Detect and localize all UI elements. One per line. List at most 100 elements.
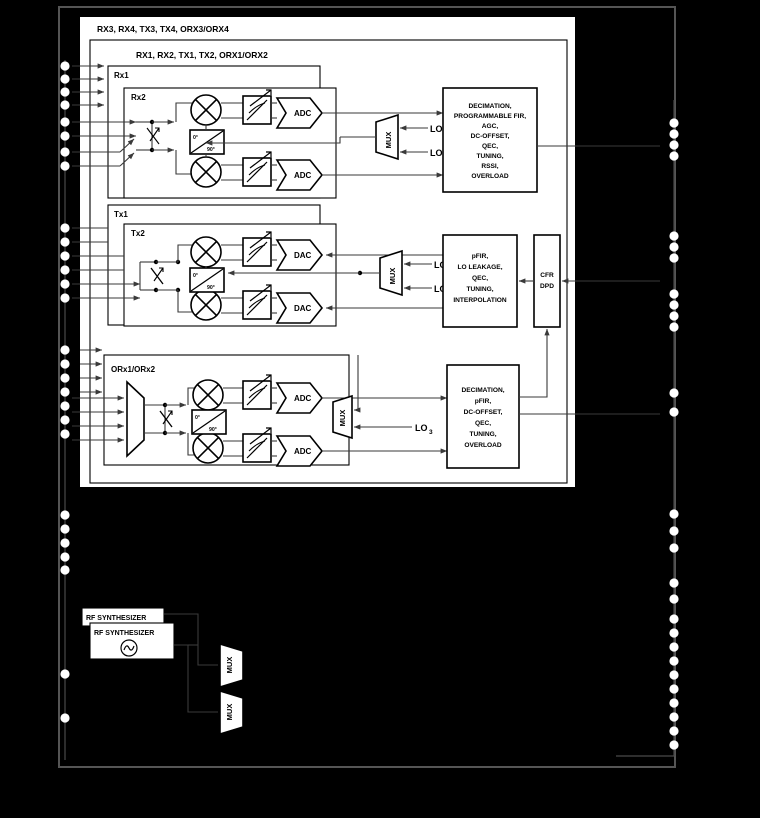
- orx-dsp-line-2: DC-OFFSET,: [464, 409, 503, 416]
- left-pad-group-ctrl: [60, 510, 70, 575]
- orx-dsp-line-1: pFIR,: [475, 398, 492, 405]
- tx-split-i: [177, 244, 192, 262]
- rx-adc-i[interactable]: ADC: [271, 97, 324, 129]
- rx-dsp-line-6: RSSI,: [481, 163, 498, 170]
- rx-phase-splitter: 0° 90°: [189, 125, 225, 158]
- orx-lo3-label: LO: [415, 423, 428, 433]
- tx-filter-q: [242, 284, 272, 320]
- tx-split-q: [177, 290, 192, 313]
- dpd-label: DPD: [540, 283, 554, 290]
- outer-group-label: RX3, RX4, TX3, TX4, ORX3/ORX4: [97, 24, 229, 34]
- tx-dsp-line-1: LO LEAKAGE,: [457, 264, 502, 271]
- tx-mixer-q: [190, 289, 243, 321]
- tx-lo1-label: LO: [434, 260, 447, 270]
- left-pad-group-orx: [60, 345, 70, 439]
- rx2-label: Rx2: [131, 93, 146, 102]
- orx-adc-q-label: ADC: [294, 447, 312, 456]
- left-pad-rail: [60, 60, 70, 760]
- orx-dsp-line-4: TUNING,: [469, 431, 496, 438]
- tx-dac-i-label: DAC: [294, 251, 312, 260]
- right-pad-group-f: [669, 578, 679, 750]
- rf-synth-front-label: RF SYNTHESIZER: [94, 630, 154, 637]
- left-pad-group-rx: [60, 61, 70, 171]
- rx-section: Rx1 Rx2: [72, 63, 660, 199]
- tx2-label: Tx2: [131, 229, 145, 238]
- rx-phase-90-label: 90°: [207, 147, 215, 153]
- tx-phase-0-label: 0°: [193, 273, 198, 279]
- orx-adc-q[interactable]: ADC: [271, 435, 324, 467]
- rx-dsp-line-5: TUNING,: [476, 153, 503, 160]
- synth-mux-1-label: MUX: [225, 657, 234, 674]
- inner-group-label: RX1, RX2, TX1, TX2, ORX1/ORX2: [136, 50, 268, 60]
- right-pad-group-e: [669, 509, 679, 553]
- orx-filter-i: [242, 374, 272, 410]
- orx-phase-90-label: 90°: [209, 427, 217, 433]
- tx-phase-splitter: 0° 90°: [189, 267, 225, 293]
- orx-lo-mux[interactable]: MUX LO 3: [332, 355, 433, 440]
- left-pad-group-clk: [60, 669, 70, 723]
- tx-dsp-line-0: pFIR,: [472, 253, 489, 260]
- rx-dsp-line-3: DC-OFFSET,: [471, 133, 510, 140]
- chip-boundary: [58, 6, 676, 768]
- orx-phase-0-label: 0°: [195, 415, 200, 421]
- orx-label: ORx1/ORx2: [111, 365, 156, 374]
- rx-dsp-line-7: OVERLOAD: [471, 173, 509, 180]
- tx1-label: Tx1: [114, 210, 128, 219]
- left-pad-group-tx: [60, 223, 70, 303]
- right-pad-group-d: [669, 388, 679, 417]
- orx-filter-q: [242, 427, 272, 463]
- orx-dsp-line-0: DECIMATION,: [461, 387, 504, 394]
- tx-mux-label: MUX: [388, 268, 397, 285]
- rx-split-i: [175, 102, 192, 122]
- tx-output-pins: [72, 227, 141, 301]
- tx-dac-q-label: DAC: [294, 304, 312, 313]
- tx-dsp-line-2: QEC,: [472, 275, 488, 282]
- tx-section: Tx1 Tx2: [72, 204, 660, 328]
- right-pad-group-c: [669, 289, 679, 332]
- right-pad-group-a: [669, 118, 679, 161]
- rx-split-q: [175, 150, 192, 175]
- orx-mux-label: MUX: [338, 410, 347, 427]
- right-pad-rail: [616, 100, 679, 757]
- tx-dac-i[interactable]: DAC: [271, 239, 324, 271]
- tx-dac-q[interactable]: DAC: [271, 292, 324, 324]
- rx-dsp-block[interactable]: DECIMATION, PROGRAMMABLE FIR, AGC, DC-OF…: [442, 87, 538, 193]
- orx-section: ORx1/ORx2: [72, 328, 660, 469]
- rx-phase-0-label: 0°: [193, 135, 198, 141]
- orx-dsp-line-3: QEC,: [475, 420, 491, 427]
- rf-synth-back-label: RF SYNTHESIZER: [86, 615, 146, 622]
- rx-filter-i: [242, 89, 272, 125]
- synthesizer-section: RF SYNTHESIZER RF SYNTHESIZER MUX MUX: [81, 607, 244, 736]
- orx-lo3-sub: 3: [429, 429, 433, 436]
- orx-phase-splitter: 0° 90°: [191, 409, 227, 435]
- rx-filter-q: [242, 151, 272, 187]
- synth-mux-1[interactable]: MUX: [219, 642, 244, 689]
- tx-phase-90-label: 90°: [207, 285, 215, 291]
- orx-adc-i[interactable]: ADC: [271, 382, 324, 414]
- rx-adc-i-label: ADC: [294, 109, 312, 118]
- rx-adc-q[interactable]: ADC: [271, 159, 324, 191]
- rx-dsp-line-0: DECIMATION,: [468, 103, 511, 110]
- tx-mixer-i: [190, 236, 243, 268]
- rx-adc-q-label: ADC: [294, 171, 312, 180]
- rx-lo2-label: LO: [430, 148, 443, 158]
- tx-dsp-block[interactable]: pFIR, LO LEAKAGE, QEC, TUNING, INTERPOLA…: [442, 234, 518, 328]
- tx-lo2-label: LO: [434, 284, 447, 294]
- synth-back-route: [164, 613, 218, 666]
- rx-dsp-line-4: QEC,: [482, 143, 498, 150]
- orx-input-mux[interactable]: [126, 380, 165, 458]
- rx-attenuator: [136, 119, 175, 153]
- synth-mux-2-label: MUX: [225, 704, 234, 721]
- cfr-dpd-block[interactable]: CFR DPD: [518, 234, 660, 328]
- synth-mux-2[interactable]: MUX: [219, 689, 244, 736]
- orx-dsp-block[interactable]: DECIMATION, pFIR, DC-OFFSET, QEC, TUNING…: [446, 364, 520, 469]
- orx-attenuator: [159, 402, 187, 436]
- right-pad-group-b: [669, 231, 679, 263]
- rx-mux-label: MUX: [384, 132, 393, 149]
- orx-to-cfr-feedback: [519, 328, 550, 398]
- oscillator-icon: [120, 639, 138, 657]
- synth-front-route: [174, 644, 218, 713]
- rx-dsp-line-1: PROGRAMMABLE FIR,: [454, 113, 526, 120]
- tx-dsp-line-3: TUNING,: [466, 286, 493, 293]
